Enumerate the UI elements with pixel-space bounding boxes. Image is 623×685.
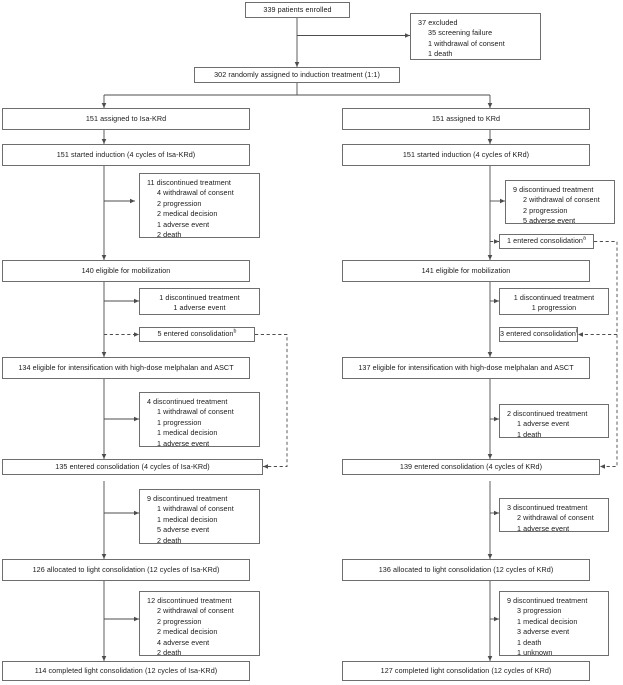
- right-disc5-line-2: 1 medical decision: [517, 616, 578, 626]
- left-disc4-line-2: 1 medical decision: [157, 514, 218, 524]
- node-excluded: 37 excluded 35 screening failure 1 withd…: [410, 13, 541, 60]
- left-disc5-line-4: 4 adverse event: [157, 637, 210, 647]
- node-right-entered-consolidation-b: 3 entered consolidationb: [499, 327, 578, 342]
- right-disc5-line-3: 3 adverse event: [517, 627, 570, 637]
- left-disc5-line-5: 2 death: [157, 648, 182, 656]
- left-disc5-line-0: 12 discontinued treatment: [147, 596, 232, 605]
- node-left-eligible-mobilization: 140 eligible for mobilization: [2, 260, 250, 282]
- node-right-entered-consolidation: 139 entered consolidation (4 cycles of K…: [342, 459, 600, 475]
- left-disc3-line-1: 1 withdrawal of consent: [157, 407, 234, 417]
- left-disc5-line-2: 2 progression: [157, 616, 202, 626]
- left-disc3-line-4: 1 adverse event: [157, 438, 210, 447]
- node-left-discontinued-induction: 11 discontinued treatment 4 withdrawal o…: [139, 173, 260, 238]
- node-right-eligible-mobilization: 141 eligible for mobilization: [342, 260, 590, 282]
- right-entered-a-text: 1 entered consolidation: [507, 236, 583, 246]
- node-right-allocated-light-consolidation: 136 allocated to light consolidation (12…: [342, 559, 590, 581]
- node-left-allocated-light-consolidation: 126 allocated to light consolidation (12…: [2, 559, 250, 581]
- left-disc5-line-1: 2 withdrawal of consent: [157, 606, 234, 616]
- node-left-entered-consolidation-b: 5 entered consolidationb: [139, 327, 255, 342]
- right-disc3-line-2: 1 death: [517, 429, 542, 438]
- excluded-line-1: 35 screening failure: [428, 28, 493, 38]
- node-randomized: 302 randomly assigned to induction treat…: [194, 67, 400, 83]
- excluded-line-2: 1 withdrawal of consent: [428, 38, 505, 48]
- node-right-discontinued-mobilization: 1 discontinued treatment 1 progression: [499, 288, 609, 315]
- left-disc4-line-1: 1 withdrawal of consent: [157, 504, 234, 514]
- node-left-assigned-isakrd: 151 assigned to Isa-KRd: [2, 108, 250, 130]
- excluded-line-3: 1 death: [428, 49, 453, 59]
- right-disc4-line-2: 1 adverse event: [517, 523, 570, 532]
- right-disc1-line-2: 2 progression: [523, 205, 568, 215]
- node-patients-enrolled: 339 patients enrolled: [245, 2, 350, 18]
- left-disc1-line-4: 1 adverse event: [157, 219, 210, 229]
- left-disc1-line-5: 2 death: [157, 230, 182, 238]
- left-disc3-line-0: 4 discontinued treatment: [147, 397, 228, 406]
- right-entered-b-sup: b: [576, 329, 577, 335]
- node-right-discontinued-induction: 9 discontinued treatment 2 withdrawal of…: [505, 180, 615, 224]
- right-disc2-line-0: 1 discontinued treatment: [513, 293, 595, 302]
- left-disc3-line-2: 1 progression: [157, 417, 202, 427]
- right-disc5-line-1: 3 progression: [517, 606, 562, 616]
- excluded-line-0: 37 excluded: [418, 18, 458, 27]
- left-disc2-line-0: 1 discontinued treatment: [159, 293, 240, 302]
- right-disc2-line-1: 1 progression: [531, 303, 577, 313]
- node-right-assigned-krd: 151 assigned to KRd: [342, 108, 590, 130]
- node-right-completed-light-consolidation: 127 completed light consolidation (12 cy…: [342, 661, 590, 681]
- node-right-started-induction: 151 started induction (4 cycles of KRd): [342, 144, 590, 166]
- node-right-eligible-intensification: 137 eligible for intensification with hi…: [342, 357, 590, 379]
- right-disc5-line-4: 1 death: [517, 637, 542, 647]
- right-entered-b-text: 3 entered consolidation: [500, 329, 576, 339]
- left-disc1-line-3: 2 medical decision: [157, 209, 218, 219]
- left-entered-b-sup: b: [233, 328, 237, 335]
- node-left-started-induction: 151 started induction (4 cycles of Isa-K…: [2, 144, 250, 166]
- right-disc4-line-0: 3 discontinued treatment: [507, 503, 588, 512]
- left-disc4-line-4: 2 death: [157, 535, 182, 544]
- node-right-discontinued-light-consolidation: 9 discontinued treatment 3 progression 1…: [499, 591, 609, 656]
- left-disc5-line-3: 2 medical decision: [157, 627, 218, 637]
- node-right-discontinued-intensification: 2 discontinued treatment 1 adverse event…: [499, 404, 609, 438]
- node-right-discontinued-consolidation: 3 discontinued treatment 2 withdrawal of…: [499, 498, 609, 532]
- node-right-entered-consolidation-a: 1 entered consolidationa: [499, 234, 594, 249]
- right-disc5-line-5: 1 unknown: [517, 648, 553, 656]
- right-disc3-line-0: 2 discontinued treatment: [507, 409, 588, 418]
- right-disc1-line-1: 2 withdrawal of consent: [523, 195, 600, 205]
- node-left-entered-consolidation: 135 entered consolidation (4 cycles of I…: [2, 459, 263, 475]
- node-left-discontinued-light-consolidation: 12 discontinued treatment 2 withdrawal o…: [139, 591, 260, 656]
- left-disc1-line-1: 4 withdrawal of consent: [157, 188, 234, 198]
- node-left-discontinued-mobilization: 1 discontinued treatment 1 adverse event: [139, 288, 260, 315]
- left-entered-b-text: 5 entered consolidation: [157, 329, 234, 339]
- right-disc3-line-1: 1 adverse event: [517, 419, 570, 429]
- left-disc4-line-0: 9 discontinued treatment: [147, 494, 228, 503]
- node-left-eligible-intensification: 134 eligible for intensification with hi…: [2, 357, 250, 379]
- node-left-discontinued-intensification: 4 discontinued treatment 1 withdrawal of…: [139, 392, 260, 447]
- right-disc5-line-0: 9 discontinued treatment: [507, 596, 588, 605]
- right-entered-a-sup: a: [583, 235, 586, 242]
- node-left-discontinued-consolidation: 9 discontinued treatment 1 withdrawal of…: [139, 489, 260, 544]
- left-disc1-line-0: 11 discontinued treatment: [147, 178, 231, 187]
- right-disc1-line-3: 5 adverse event: [523, 216, 576, 224]
- right-disc1-line-0: 9 discontinued treatment: [513, 185, 594, 194]
- left-disc3-line-3: 1 medical decision: [157, 428, 218, 438]
- left-disc4-line-3: 5 adverse event: [157, 525, 210, 535]
- node-left-completed-light-consolidation: 114 completed light consolidation (12 cy…: [2, 661, 250, 681]
- left-disc2-line-1: 1 adverse event: [173, 303, 226, 313]
- right-disc4-line-1: 2 withdrawal of consent: [517, 513, 594, 523]
- left-disc1-line-2: 2 progression: [157, 198, 202, 208]
